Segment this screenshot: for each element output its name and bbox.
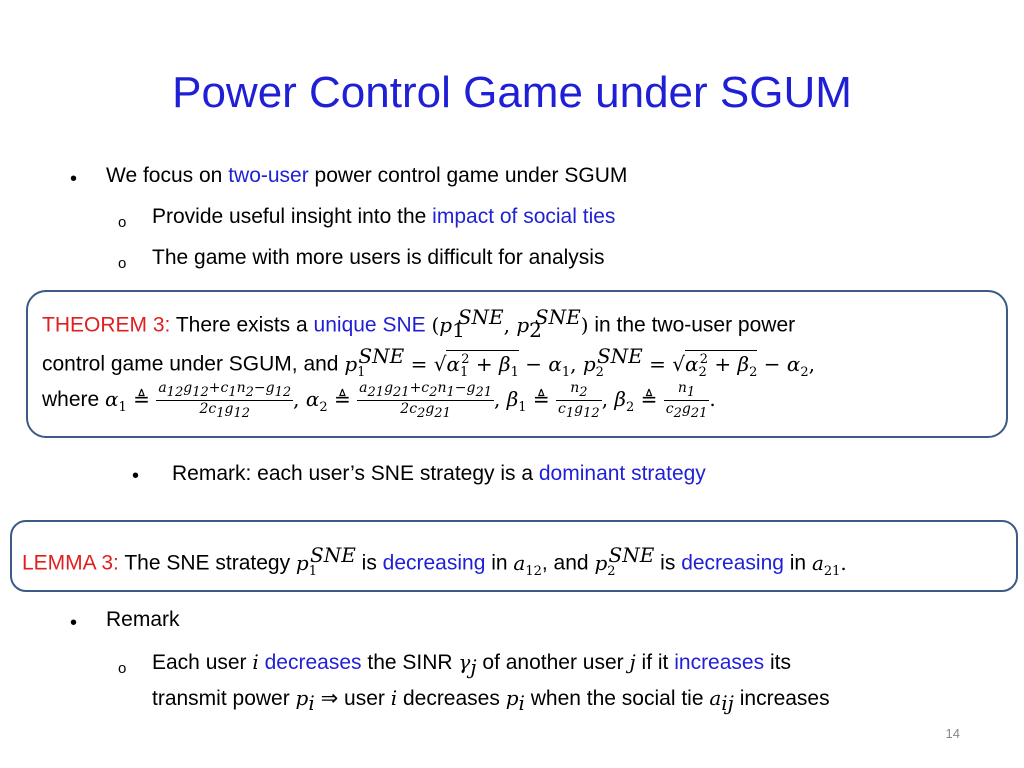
lemma-text: in (485, 551, 514, 575)
theorem-text: There exists a (170, 313, 314, 337)
sub-bullet-text: ⇒ user (314, 687, 391, 710)
sub-bullet-text: Each user (152, 651, 253, 674)
sub-bullet-text: of another user (476, 651, 630, 674)
math-gamma-j: γj (458, 650, 477, 679)
lemma-text: is (654, 551, 682, 575)
remark-text: Remark: each user’s SNE strategy is a (172, 462, 539, 485)
sub-bullet-text: when the social tie (524, 687, 710, 710)
theorem-box (26, 290, 1008, 438)
highlight-decreasing-2: decreasing (681, 551, 784, 575)
math-p1-sne: p1SNE (295, 543, 356, 579)
theorem-text: control game under SGUM, and (42, 352, 345, 376)
sub-bullet-text: transmit power (152, 687, 296, 710)
theorem-text: in the two-user power (588, 313, 796, 337)
bullet-text: power control game under SGUM (308, 164, 628, 187)
highlight-dominant-strategy: dominant strategy (538, 462, 706, 485)
sub-bullet-circle-icon: o (118, 255, 127, 272)
theorem-text: where (42, 387, 106, 411)
highlight-unique-sne: unique SNE (313, 313, 426, 337)
lemma-box (10, 520, 1018, 592)
sub-bullet-text: the SINR (361, 651, 459, 674)
sub-bullet-sinr-line-1: Each user i decreases the SINR γj of ano… (152, 650, 791, 679)
math-j: j (629, 650, 636, 674)
bullet-dot-icon: • (70, 168, 78, 190)
highlight-social-ties: impact of social ties (432, 205, 616, 228)
highlight-increases: increases (674, 651, 765, 674)
theorem-line-2: control game under SGUM, and p1SNE = √α1… (42, 344, 815, 380)
math-p1-formula: p1SNE = √α12 + β1 − α1, p2SNE = √α22 + β… (344, 344, 816, 380)
math-a-ij: aij (709, 686, 734, 715)
bullet-dot-icon: • (70, 612, 78, 634)
math-i: i (252, 650, 259, 674)
bullet-dot-icon: • (132, 465, 140, 487)
sub-bullet-circle-icon: o (118, 660, 127, 677)
sub-bullet-text: if it (635, 651, 675, 674)
remark-dominant: Remark: each user’s SNE strategy is a do… (172, 462, 706, 486)
bullet-text: We focus on (106, 164, 229, 187)
sub-bullet-sinr-line-2: transmit power pi ⇒ user i decreases pi … (152, 686, 830, 715)
lemma-text: in (783, 551, 812, 575)
lemma-text: , and (541, 551, 595, 575)
sub-bullet-insight: Provide useful insight into the impact o… (152, 205, 615, 229)
sub-bullet-text: its (764, 651, 791, 674)
math-a12: a12 (513, 550, 542, 579)
theorem-line-1: THEOREM 3: There exists a unique SNE (p1… (42, 305, 795, 342)
highlight-decreasing-1: decreasing (382, 551, 486, 575)
page-number: 14 (945, 726, 960, 741)
remark-heading: Remark (106, 608, 180, 631)
sub-bullet-text: increases (733, 687, 830, 710)
math-i: i (390, 686, 398, 710)
sub-bullet-difficult: The game with more users is difficult fo… (152, 246, 605, 269)
math-p-i: pi (295, 686, 315, 715)
sub-bullet-circle-icon: o (118, 214, 127, 231)
math-p2-sne: p2SNE (594, 543, 655, 579)
lemma-line: LEMMA 3: The SNE strategy p1SNE is decre… (22, 543, 847, 579)
theorem-label: THEOREM 3: (42, 313, 171, 337)
slide-title: Power Control Game under SGUM (172, 68, 852, 117)
sub-bullet-text: Provide useful insight into the (152, 205, 433, 228)
lemma-text: is (355, 551, 383, 575)
math-p-i: pi (505, 686, 525, 715)
lemma-label: LEMMA 3: (22, 551, 119, 575)
highlight-decreases: decreases (258, 651, 362, 674)
math-sne-pair: (p1SNE, p2SNE) (431, 305, 589, 342)
highlight-two-user: two-user (228, 164, 309, 187)
lemma-text: The SNE strategy (118, 551, 296, 575)
sub-bullet-text: decreases (397, 687, 506, 710)
math-a21: a21. (811, 550, 847, 579)
bullet-focus: We focus on two-user power control game … (106, 164, 627, 188)
